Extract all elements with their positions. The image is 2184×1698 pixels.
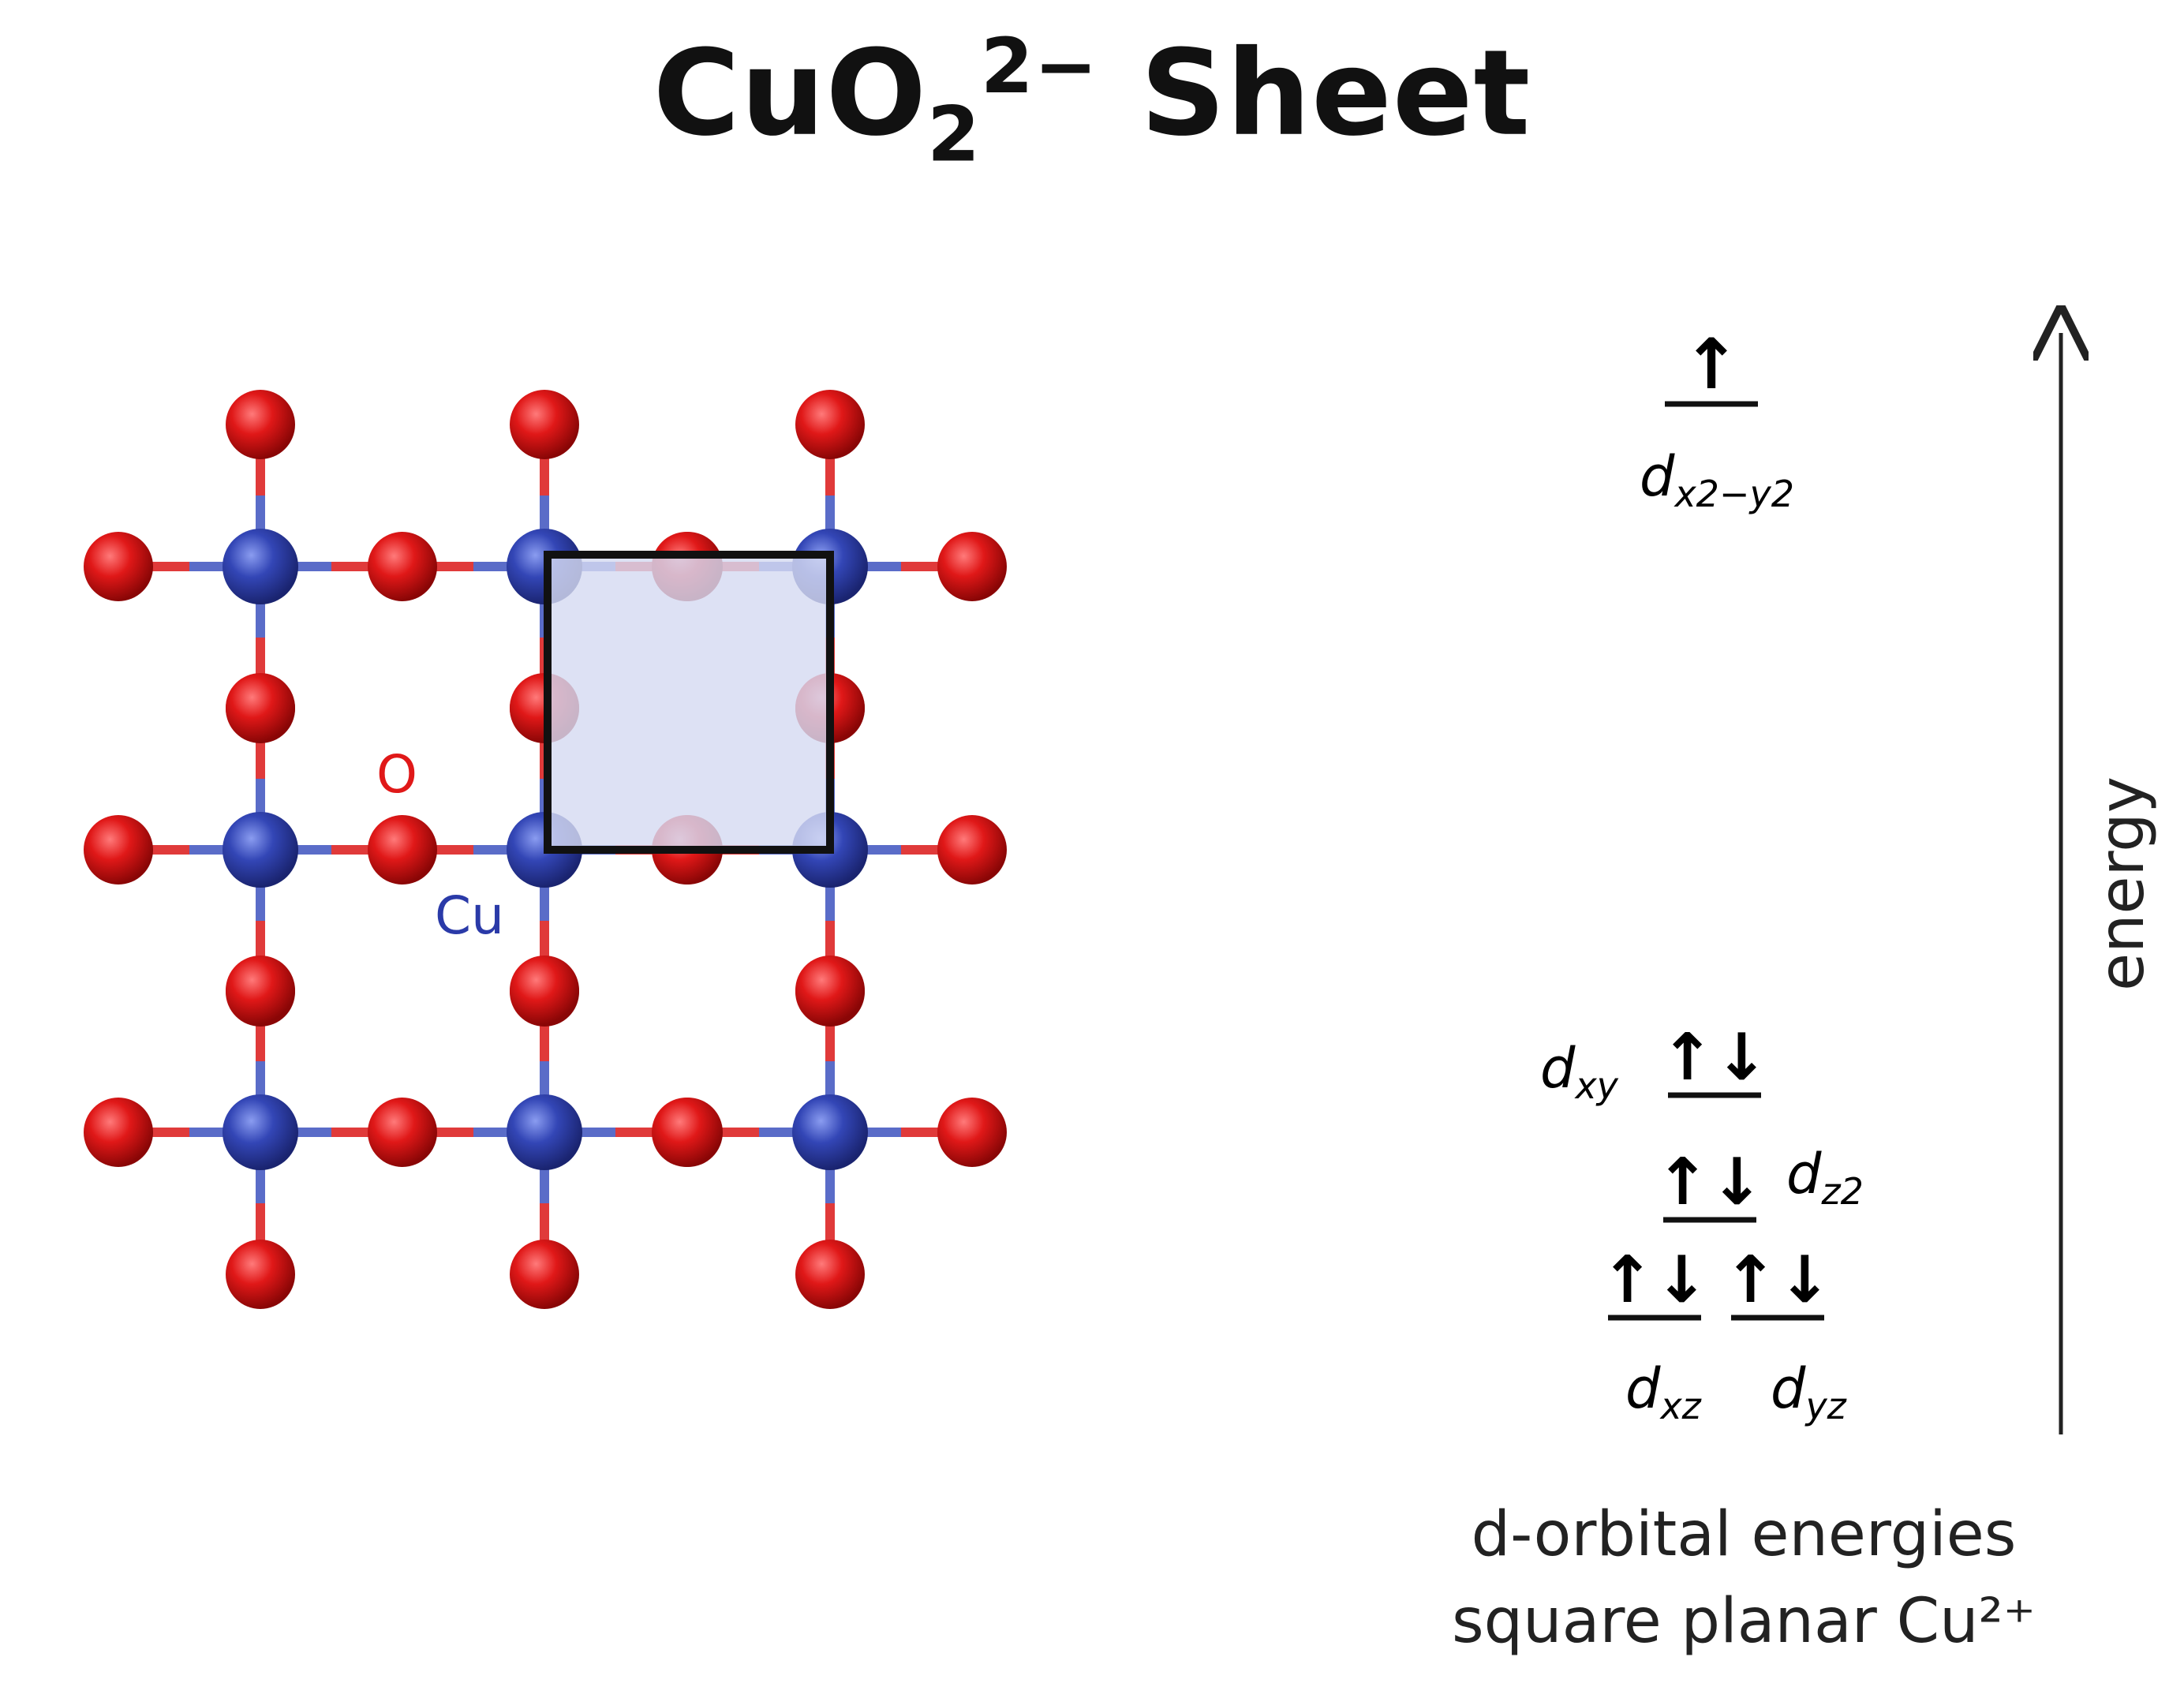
oxygen-atom [795, 956, 865, 1025]
energy-axis-label: energy [2087, 776, 2158, 991]
oxygen-atom [368, 532, 437, 601]
copper-atom [223, 529, 298, 604]
orbital-label: dxy [1540, 1036, 1619, 1107]
oxygen-atom [937, 532, 1007, 601]
orbital-label: dxz [1625, 1356, 1702, 1427]
oxygen-atom [795, 1240, 865, 1309]
electron-arrows: ↑↓ [1655, 1145, 1763, 1220]
copper-atom [223, 812, 298, 888]
electron-arrows: ↑ [1682, 324, 1741, 405]
orbital-dxy: ↑↓ dxy [1540, 1020, 1769, 1107]
atom-layer [84, 390, 1007, 1309]
electron-arrows: ↑↓ [1660, 1020, 1768, 1095]
orbital-dx2y2: ↑ dx2−y2 [1640, 324, 1794, 515]
oxygen-atom [510, 390, 579, 459]
orbital-levels: ↑ dx2−y2 ↑↓ dxy ↑↓ dz2 ↑↓ dxz [1540, 324, 1864, 1427]
oxygen-atom [226, 956, 295, 1025]
electron-arrows: ↑↓ [1600, 1243, 1708, 1318]
copper-atom [792, 1094, 868, 1170]
copper-atom [507, 1094, 582, 1170]
title-base: CuO [653, 24, 928, 163]
oxygen-atom [510, 1240, 579, 1309]
oxygen-atom [510, 956, 579, 1025]
caption-line-2: square planar Cu²⁺ [1452, 1586, 2036, 1657]
oxygen-atom [84, 532, 153, 601]
oxygen-atom [84, 1098, 153, 1167]
oxygen-atom [84, 815, 153, 885]
title-subscript: 2 [927, 90, 981, 179]
oxygen-atom [368, 815, 437, 885]
orbital-dxz: ↑↓ dxz [1600, 1243, 1708, 1427]
oxygen-atom [937, 1098, 1007, 1167]
orbital-label: dz2 [1786, 1142, 1864, 1213]
diagram-title: CuO22− Sheet [0, 22, 2184, 178]
title-superscript: 2− [980, 22, 1099, 110]
copper-label: Cu [435, 885, 504, 946]
oxygen-label: O [376, 744, 417, 805]
orbital-dz2: ↑↓ dz2 [1655, 1142, 1864, 1223]
oxygen-atom [226, 390, 295, 459]
oxygen-atom [937, 815, 1007, 885]
title-tail: Sheet [1098, 24, 1531, 163]
caption-line-1: d-orbital energies [1471, 1499, 2017, 1570]
oxygen-atom [226, 673, 295, 742]
oxygen-atom [368, 1098, 437, 1167]
orbital-label: dyz [1771, 1356, 1847, 1427]
oxygen-atom [226, 1240, 295, 1309]
oxygen-atom [653, 1098, 723, 1167]
copper-atom [223, 1094, 298, 1170]
unit-cell-square [544, 551, 834, 854]
orbital-label: dx2−y2 [1640, 444, 1794, 515]
electron-arrows: ↑↓ [1723, 1243, 1831, 1318]
orbital-dyz: ↑↓ dyz [1723, 1243, 1846, 1427]
oxygen-atom [795, 390, 865, 459]
